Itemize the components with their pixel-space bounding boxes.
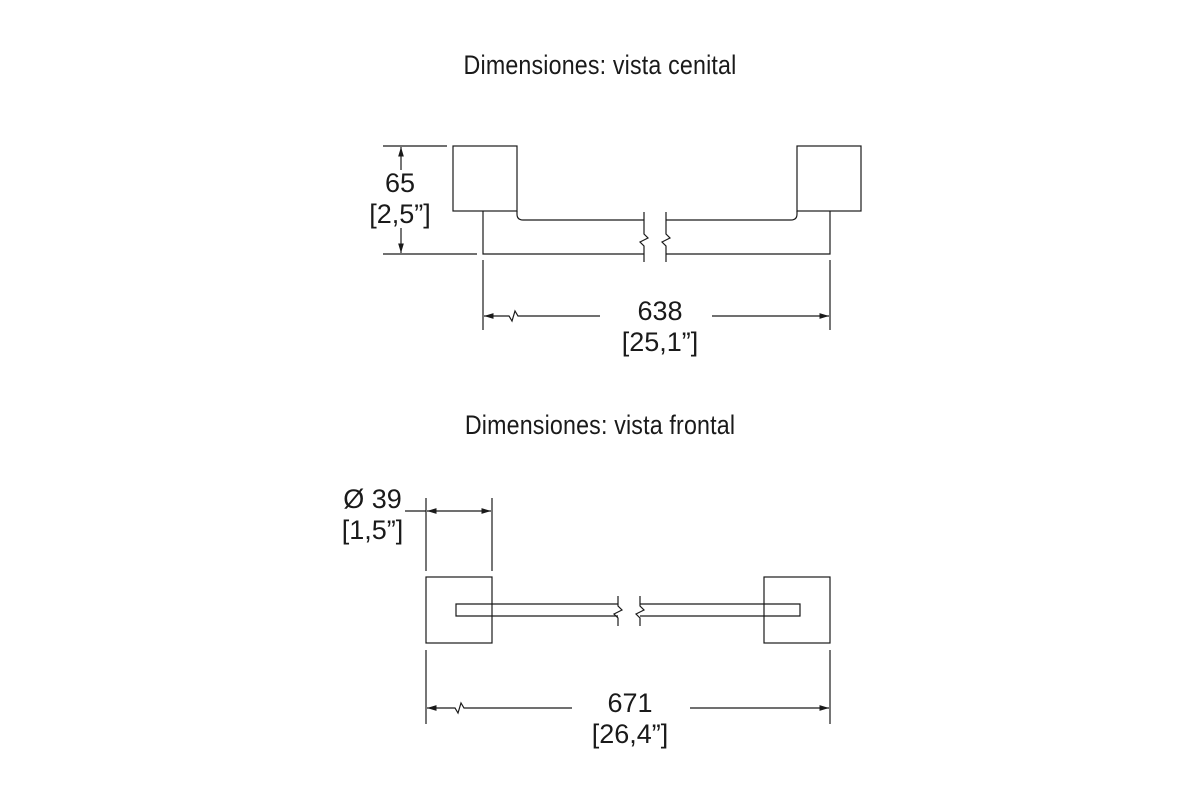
front-view-break-left (612, 596, 624, 626)
depth-mm: 65 (384, 168, 416, 198)
front-view-drawing (405, 498, 831, 724)
top-view-bar-right (666, 211, 831, 255)
top-view-drawing (383, 145, 862, 330)
top-view-title: Dimensiones: vista cenital (463, 50, 737, 80)
front-view-title: Dimensiones: vista frontal (464, 410, 736, 440)
square-inch: [1,5”] (341, 515, 404, 545)
top-view-bar-left (482, 211, 644, 255)
top-length-mm: 638 (637, 296, 683, 326)
square-mm-row: Ø 39 (330, 484, 415, 515)
front-view-bar-left (455, 603, 618, 617)
top-view-left-mount (452, 145, 518, 212)
square-dimension-label: Ø 39 [1,5”] (330, 484, 415, 546)
front-view-bar-right (640, 603, 801, 617)
top-view-break-left (638, 212, 650, 262)
front-view-left-plate (425, 576, 493, 644)
front-view-length-arrow-left (427, 701, 572, 715)
top-view-break-right (660, 212, 672, 262)
front-view-right-plate (763, 576, 831, 644)
front-view-break-right (634, 596, 646, 626)
depth-dimension-label: 65 [2,5”] (355, 168, 445, 230)
front-length-mm: 671 (607, 688, 653, 718)
top-view-right-mount (796, 145, 862, 212)
top-length-dimension-label: 638 [25,1”] (590, 296, 730, 358)
front-length-dimension-label: 671 [26,4”] (560, 688, 700, 750)
front-length-inch: [26,4”] (591, 719, 669, 749)
top-view-length-arrow-left (484, 309, 600, 323)
square-mm: 39 (371, 484, 402, 514)
depth-inch: [2,5”] (369, 199, 431, 229)
square-symbol-icon: Ø (343, 484, 365, 514)
top-length-inch: [25,1”] (621, 327, 699, 357)
